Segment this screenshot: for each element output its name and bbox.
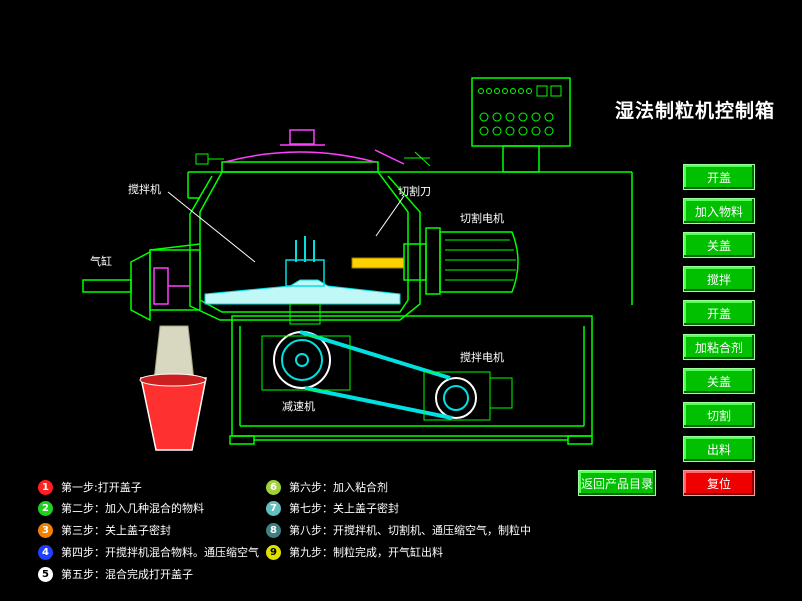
- label-mixer-motor: 搅拌电机: [460, 351, 504, 364]
- step-number-badge: 3: [38, 522, 53, 538]
- step-number-badge: 5: [38, 566, 53, 582]
- close-lid-button-2[interactable]: 关盖: [683, 368, 755, 394]
- reset-button[interactable]: 复位: [683, 470, 755, 496]
- step-text: 第一步:打开盖子: [61, 481, 142, 494]
- step-number-badge: 1: [38, 479, 53, 495]
- step-text: 第五步：混合完成打开盖子: [61, 568, 193, 581]
- label-cutter-motor: 切割电机: [460, 212, 504, 225]
- open-lid-button-2[interactable]: 开盖: [683, 300, 755, 326]
- label-mixer: 搅拌机: [128, 183, 161, 196]
- label-reducer: 减速机: [282, 400, 315, 413]
- step-number-badge: 8: [266, 522, 281, 538]
- step-8: 8 第八步：开搅拌机、切割机、通压缩空气，制粒中: [266, 522, 531, 538]
- step-7: 7 第七步：关上盖子密封: [266, 500, 399, 516]
- open-lid-button-1[interactable]: 开盖: [683, 164, 755, 190]
- stir-button[interactable]: 搅拌: [683, 266, 755, 292]
- step-text: 第八步：开搅拌机、切割机、通压缩空气，制粒中: [289, 524, 531, 537]
- discharge-button[interactable]: 出料: [683, 436, 755, 462]
- step-1: 1 第一步:打开盖子: [38, 479, 142, 495]
- step-number-badge: 7: [266, 500, 281, 516]
- step-text: 第六步：加入粘合剂: [289, 481, 388, 494]
- step-5: 5 第五步：混合完成打开盖子: [38, 566, 193, 582]
- close-lid-button-1[interactable]: 关盖: [683, 232, 755, 258]
- page-title: 湿法制粒机控制箱: [615, 100, 776, 122]
- label-cylinder: 气缸: [90, 255, 112, 268]
- add-material-button[interactable]: 加入物料: [683, 198, 755, 224]
- step-text: 第四步：开搅拌机混合物料。通压缩空气: [61, 546, 259, 559]
- step-text: 第九步：制粒完成，开气缸出料: [289, 546, 443, 559]
- step-number-badge: 9: [266, 544, 281, 560]
- step-4: 4 第四步：开搅拌机混合物料。通压缩空气: [38, 544, 259, 560]
- step-2: 2 第二步：加入几种混合的物料: [38, 500, 204, 516]
- add-binder-button[interactable]: 加粘合剂: [683, 334, 755, 360]
- step-text: 第二步：加入几种混合的物料: [61, 502, 204, 515]
- step-number-badge: 2: [38, 500, 53, 516]
- step-text: 第七步：关上盖子密封: [289, 502, 399, 515]
- label-cutter: 切割刀: [398, 185, 431, 198]
- step-number-badge: 6: [266, 479, 281, 495]
- step-number-badge: 4: [38, 544, 53, 560]
- step-6: 6 第六步：加入粘合剂: [266, 479, 388, 495]
- cut-button[interactable]: 切割: [683, 402, 755, 428]
- step-text: 第三步：关上盖子密封: [61, 524, 171, 537]
- step-9: 9 第九步：制粒完成，开气缸出料: [266, 544, 443, 560]
- back-to-catalog-button[interactable]: 返回产品目录: [578, 470, 656, 496]
- step-3: 3 第三步：关上盖子密封: [38, 522, 171, 538]
- control-panel-box: [471, 77, 571, 173]
